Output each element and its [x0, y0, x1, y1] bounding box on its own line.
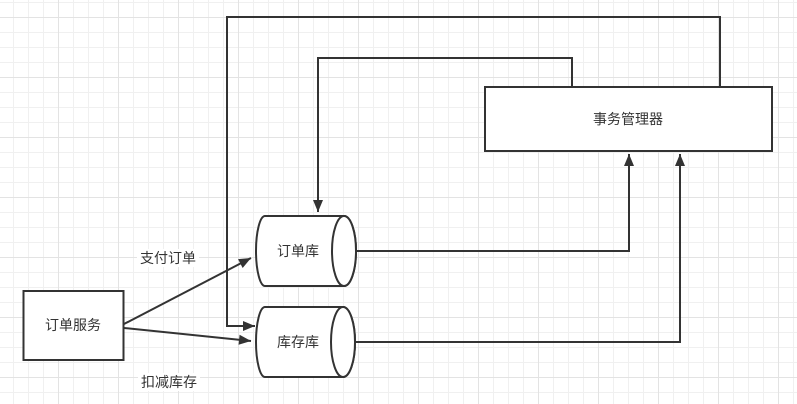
edge-inventory-db-to-tm[interactable] — [355, 154, 685, 343]
edge-tm-to-order-db[interactable] — [313, 57, 573, 212]
node-order-service-label: 订单服务 — [45, 317, 101, 333]
node-transaction-manager[interactable] — [484, 86, 773, 152]
node-order-db-label: 订单库 — [277, 243, 319, 259]
edge-tm-to-inventory-db[interactable] — [226, 16, 721, 331]
edge-order-db-to-tm[interactable] — [356, 154, 634, 252]
edge-deduct-inventory-label: 扣减库存 — [138, 373, 200, 391]
node-order-db[interactable] — [255, 215, 357, 287]
node-inventory-db-label: 库存库 — [277, 334, 319, 350]
node-order-service[interactable] — [22, 290, 125, 361]
node-transaction-manager-label: 事务管理器 — [593, 111, 663, 127]
edge-deduct-inventory[interactable] — [123, 327, 252, 345]
node-inventory-db[interactable] — [255, 306, 356, 378]
edge-pay-order[interactable] — [123, 257, 252, 325]
edge-pay-order-label: 支付订单 — [137, 249, 199, 267]
